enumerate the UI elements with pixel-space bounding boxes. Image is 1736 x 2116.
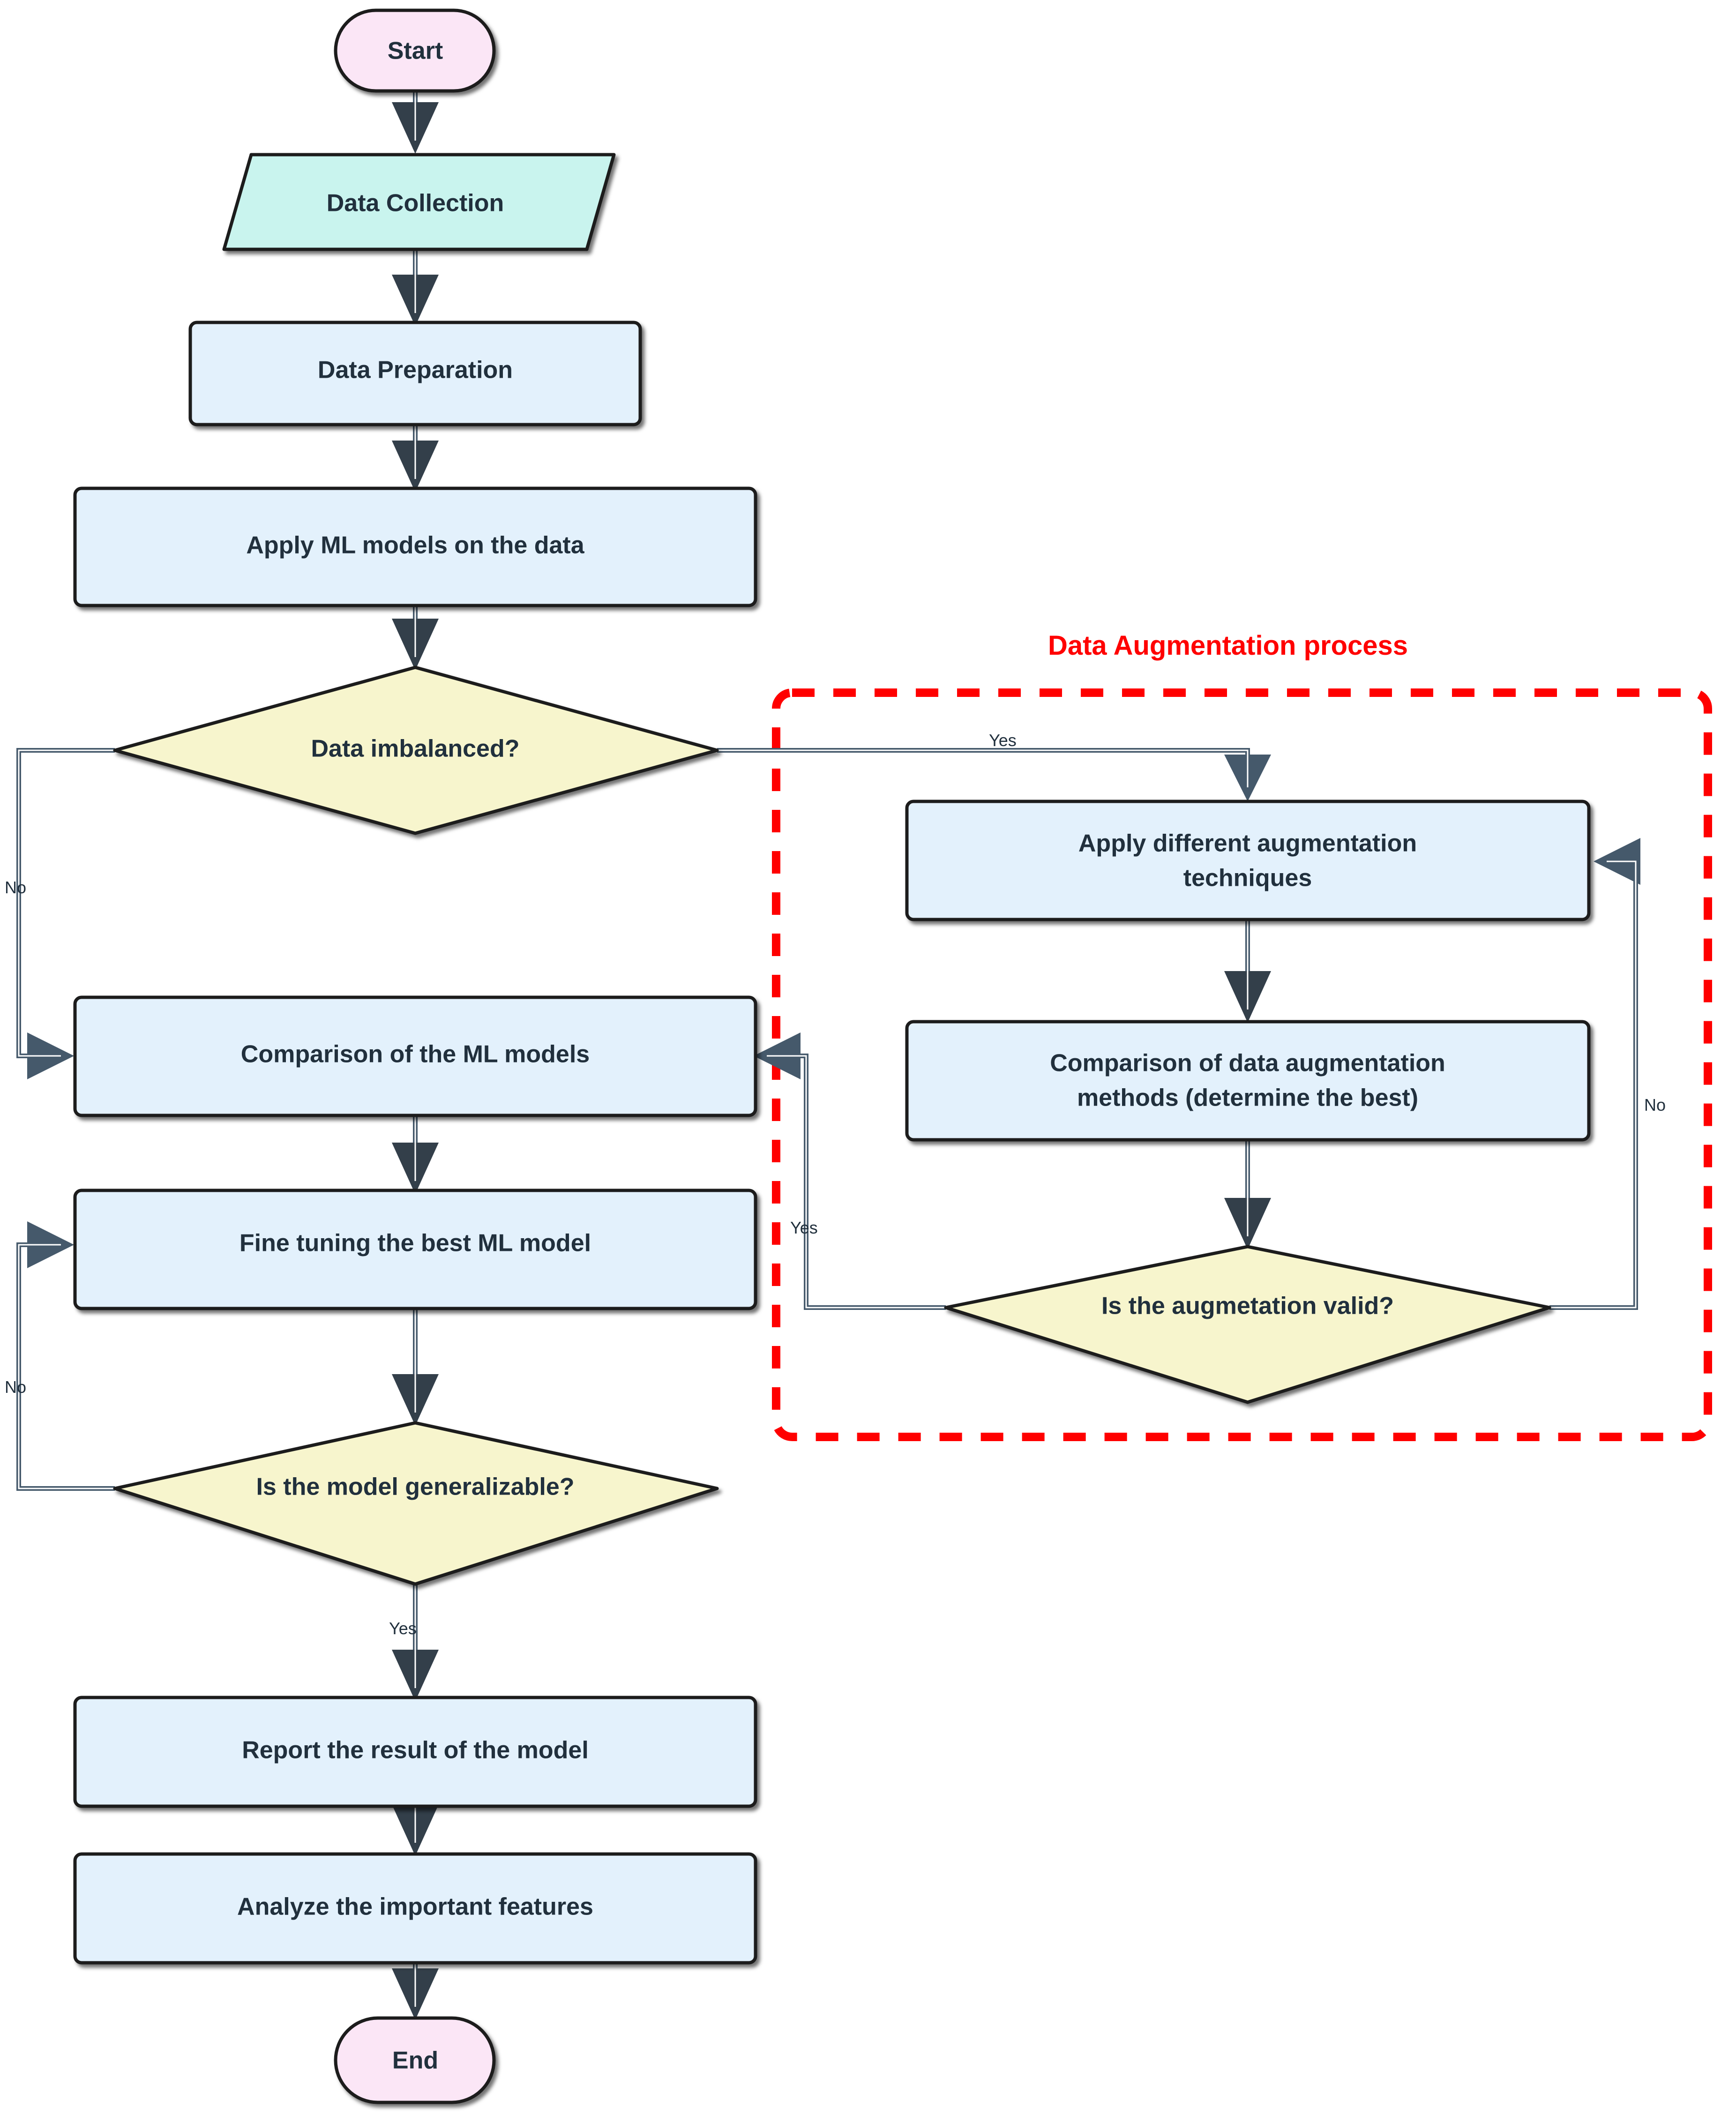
node-analyze-features-shape	[73, 1852, 757, 1965]
node-data-imbalanced[interactable]: Data imbalanced?	[113, 665, 719, 835]
edges-layer: mlcompare (left loop) --> No augtech -->…	[5, 92, 1666, 2020]
node-compare-augmentation-methods-shape	[905, 1020, 1591, 1142]
node-analyze-features-label: Analyze the important features	[237, 1893, 593, 1921]
node-fine-tuning[interactable]: Fine tuning the best ML model	[73, 1189, 757, 1310]
node-data-imbalanced-label: Data imbalanced?	[311, 735, 519, 763]
edge-imbalanced-yes-augtech	[717, 748, 1271, 801]
node-report-result-shape	[73, 1696, 757, 1808]
node-compare-ml-models-label: Comparison of the ML models	[241, 1041, 590, 1068]
node-report-result-label: Report the result of the model	[242, 1737, 589, 1764]
node-apply-augmentation-techniques[interactable]: Apply different augmentation techniques	[905, 800, 1591, 921]
edge-label-augvalid-yes: Yes	[790, 1218, 818, 1237]
edge-imbalanced-yes-core	[717, 749, 1249, 787]
edge-label-generalize-yes: Yes	[389, 1619, 417, 1638]
node-model-generalizable[interactable]: Is the model generalizable?	[113, 1421, 719, 1586]
node-compare-ml-models-shape	[73, 995, 757, 1117]
edge-generalize-no-core	[18, 1244, 115, 1489]
node-apply-augmentation-techniques-label-line2: techniques	[1183, 865, 1312, 892]
node-data-preparation-label: Data Preparation	[318, 357, 513, 384]
node-model-generalizable-shape	[113, 1421, 719, 1586]
node-apply-augmentation-techniques-label-line1: Apply different augmentation	[1078, 830, 1417, 857]
node-data-collection-shape	[222, 153, 616, 251]
edge-label-imbalanced-yes: Yes	[989, 731, 1017, 750]
node-start-shape	[334, 8, 496, 93]
node-compare-augmentation-methods[interactable]: Comparison of data augmentation methods …	[905, 1020, 1591, 1142]
nodes-layer: Start Data Collection Data Preparation A…	[73, 8, 1591, 2104]
node-end-shape	[334, 2016, 496, 2104]
node-data-imbalanced-shape	[113, 665, 719, 835]
node-augmentation-valid[interactable]: Is the augmetation valid?	[944, 1245, 1551, 1404]
node-data-preparation-shape	[188, 321, 642, 426]
node-apply-ml-models[interactable]: Apply ML models on the data	[73, 486, 757, 607]
node-fine-tuning-label: Fine tuning the best ML model	[239, 1230, 591, 1257]
edge-label-augvalid-no: No	[1644, 1095, 1666, 1114]
edge-label-imbalanced-no: No	[5, 878, 26, 897]
node-compare-augmentation-methods-label-line2: methods (determine the best)	[1077, 1084, 1418, 1112]
node-compare-augmentation-methods-label-line1: Comparison of data augmentation	[1050, 1050, 1445, 1077]
node-augmentation-valid-label: Is the augmetation valid?	[1101, 1293, 1394, 1320]
edge-imbalanced-no-core	[18, 749, 115, 1057]
node-apply-augmentation-techniques-shape	[905, 800, 1591, 921]
node-report-result[interactable]: Report the result of the model	[73, 1696, 757, 1808]
node-data-preparation[interactable]: Data Preparation	[188, 321, 642, 426]
node-data-collection-label: Data Collection	[327, 190, 504, 217]
node-start[interactable]: Start	[334, 8, 496, 93]
node-data-collection[interactable]: Data Collection	[222, 153, 616, 251]
node-end-label: End	[392, 2047, 438, 2074]
node-model-generalizable-label: Is the model generalizable?	[256, 1473, 574, 1501]
node-fine-tuning-shape	[73, 1189, 757, 1310]
edge-augvalid-yes-core	[767, 1055, 946, 1308]
node-augmentation-valid-shape	[944, 1245, 1551, 1404]
node-apply-ml-models-label: Apply ML models on the data	[246, 532, 584, 559]
augmentation-group-title: Data Augmentation process	[1048, 630, 1408, 661]
node-end[interactable]: End	[334, 2016, 496, 2104]
node-apply-ml-models-shape	[73, 486, 757, 607]
edge-label-generalize-no: No	[5, 1377, 26, 1397]
edge-augvalid-no-core	[1549, 860, 1637, 1308]
node-compare-ml-models[interactable]: Comparison of the ML models	[73, 995, 757, 1117]
node-start-label: Start	[388, 37, 443, 65]
node-analyze-features[interactable]: Analyze the important features	[73, 1852, 757, 1965]
